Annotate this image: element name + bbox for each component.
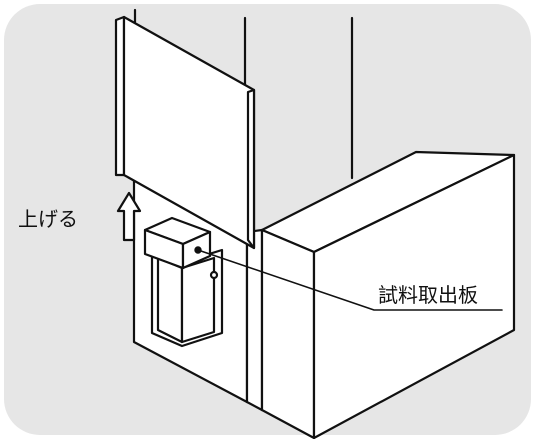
label-leader-line xyxy=(197,249,503,311)
sliding-door-side xyxy=(246,88,256,250)
holder-screw xyxy=(209,270,219,280)
instrument-side-wall xyxy=(245,228,264,412)
holder-housing-shading xyxy=(156,256,184,344)
raise-instruction-label: 上げる xyxy=(18,207,78,231)
front-unit-front xyxy=(312,153,516,439)
raise-arrow-icon xyxy=(116,191,142,242)
holder-housing-front xyxy=(180,256,216,344)
sliding-door-edge xyxy=(114,15,126,177)
sample-removal-plate-label: 試料取出板 xyxy=(378,283,478,307)
front-unit-side xyxy=(260,228,316,439)
